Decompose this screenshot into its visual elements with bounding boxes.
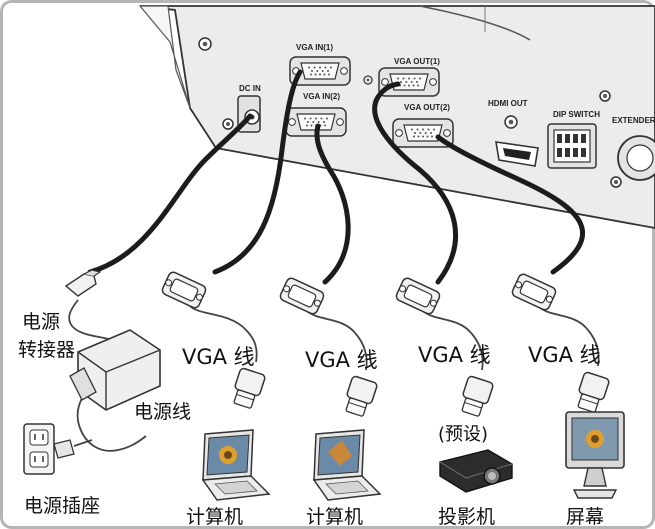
vga-cable-2-wire (314, 123, 351, 285)
power-cable (87, 113, 253, 275)
projector-default-label: (预设) (438, 424, 488, 445)
cable-tails (68, 299, 600, 452)
power-adapter-label-line2: 转接器 (18, 339, 75, 361)
vga-cable-1-wire (212, 69, 303, 275)
vga-out-2-label: VGA OUT(2) (404, 103, 450, 112)
dip-switch-label: DIP SWITCH (553, 110, 600, 119)
power-cord-label: 电源线 (134, 401, 191, 423)
hdmi-out-port (495, 115, 539, 167)
power-adapter (69, 329, 161, 411)
power-adapter-label-line1: 电源 (22, 311, 60, 333)
vga-cable-4-label: VGA 线 (528, 343, 601, 367)
vga-in-2-label: VGA IN(2) (303, 92, 340, 101)
vga-out-1-label: VGA OUT(1) (394, 57, 440, 66)
vga-out-1-port (378, 67, 440, 97)
vga-cable-4-wire (435, 134, 586, 275)
vga-in-1-label: VGA IN(1) (296, 43, 333, 52)
port-labels: DC IN VGA IN(1) VGA IN(2) VGA OUT(1) VGA… (239, 43, 655, 125)
monitor-label: 屏幕 (566, 506, 604, 528)
hdmi-out-label: HDMI OUT (488, 99, 528, 108)
computer-2-label: 计算机 (306, 506, 363, 528)
extender-port (617, 135, 655, 181)
vga-cable-2-label: VGA 线 (305, 348, 378, 372)
monitor (565, 411, 625, 499)
extender-label: EXTENDER (612, 116, 655, 125)
computer-1-label: 计算机 (186, 506, 243, 528)
cables (87, 69, 586, 285)
vga-cable-3-wire (372, 81, 458, 285)
computer-1 (202, 429, 270, 501)
dc-plug (64, 269, 102, 297)
dc-in-label: DC IN (239, 84, 261, 93)
projector-label: 投影机 (438, 506, 495, 528)
projector (439, 449, 513, 493)
vga-cable-1-label: VGA 线 (182, 345, 255, 369)
computer-2 (313, 429, 381, 501)
vga-cable-3-label: VGA 线 (418, 343, 491, 367)
power-outlet (23, 423, 93, 475)
dip-switch-port (547, 123, 597, 169)
power-outlet-label: 电源插座 (24, 495, 100, 517)
